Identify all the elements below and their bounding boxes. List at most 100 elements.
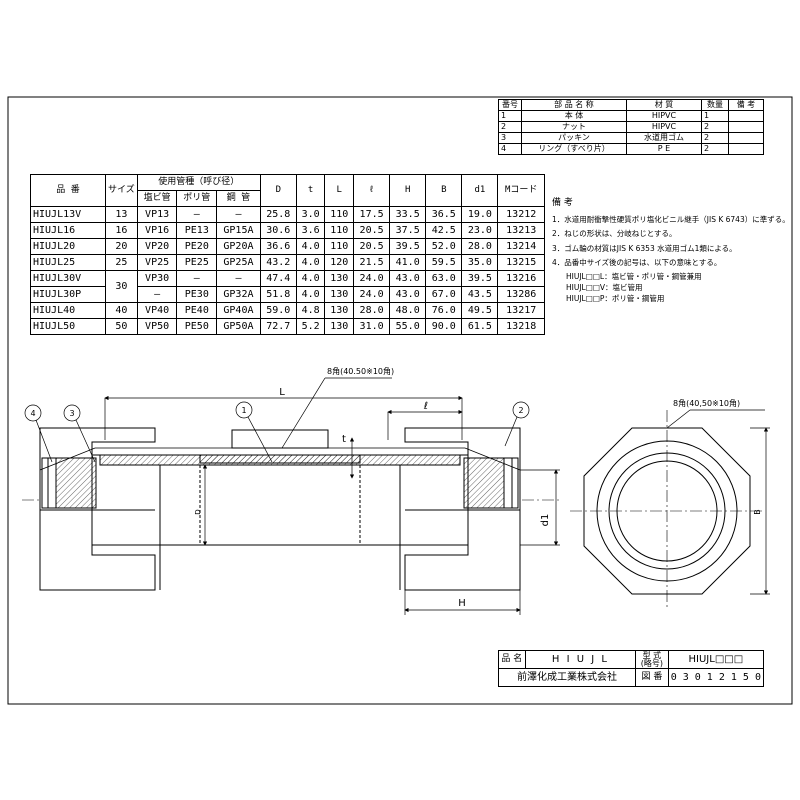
label-t: t [342,434,346,445]
cell-mcode: 13286 [497,286,545,303]
cell-mcode: 13215 [497,254,545,271]
part-material: HIPVC [626,110,702,122]
cell-pvc: ― [136,286,178,303]
cell-mcode: 13217 [497,302,545,319]
hex-note-right: 8角(40,50※10角) [673,398,740,408]
parts-table-header: 番号 部 品 名 称 材 質 数量 備 考 [498,99,764,111]
parts-table: 番号 部 品 名 称 材 質 数量 備 考 1 本 体 HIPVC 1 2 ナッ… [498,99,764,155]
cell-H: 41.0 [389,254,427,271]
model-label: 型 式 [642,650,662,660]
callout-2: 2 [518,406,523,415]
part-name: パッキン [521,132,627,144]
cell-d1: 35.0 [461,254,499,271]
parts-header-qty: 数量 [701,99,729,111]
cell-H: 43.0 [389,286,427,303]
cell-size: 16 [105,222,138,239]
cell-t: 3.0 [295,206,326,223]
callout-1: 1 [241,406,246,415]
cell-size: 50 [105,318,138,335]
cell-l: 17.5 [353,206,391,223]
drawing-number: 0 3 0 1 2 1 5 0 [667,668,765,687]
cell-L: 120 [324,254,355,271]
cell-part-no: HIUJL20 [30,238,106,255]
name-label: 品 名 [498,650,526,669]
cell-steel: ― [216,206,261,223]
table-row: HIUJL13V 13 VP13 ― ― 25.8 3.0 110 17.5 3… [30,206,545,223]
callout-circle-3 [63,404,81,422]
cell-pvc: VP13 [136,206,178,223]
cell-d1: 43.5 [461,286,499,303]
cell-H: 43.0 [389,270,427,287]
cell-pvc: VP50 [136,318,178,335]
cell-poly: PE13 [176,222,218,239]
cell-pvc: VP20 [136,238,178,255]
cell-l: 24.0 [353,286,391,303]
drawing-no-label: 図 番 [635,668,669,687]
cell-mcode: 13214 [497,238,545,255]
part-material: HIPVC [626,121,702,133]
cell-mcode: 13212 [497,206,545,223]
label-H: H [458,598,466,609]
side-view-dimensions [104,377,560,615]
cell-d1: 49.5 [461,302,499,319]
label-L: L [279,387,285,398]
cell-l: 20.5 [353,222,391,239]
note-line-6: HIUJL□□V：塩ビ管用 [566,282,643,292]
spec-header-D: D [259,174,297,207]
cell-size: 40 [105,302,138,319]
table-row: 4 リング（すべり片） P E 2 [498,143,764,155]
cell-poly: ― [176,206,218,223]
spec-header-steel: 鋼 管 [216,190,261,207]
sheet-border [7,96,793,705]
cell-D: 47.4 [259,270,297,287]
cell-part-no: HIUJL30V [30,270,106,287]
part-remarks [728,132,764,144]
cell-part-no: HIUJL16 [30,222,106,239]
cell-poly: PE20 [176,238,218,255]
cell-steel: GP40A [216,302,261,319]
cell-H: 33.5 [389,206,427,223]
part-remarks [728,121,764,133]
model-value: HIUJL□□□ [667,650,765,669]
spec-header-H: H [389,174,427,207]
cell-D: 43.2 [259,254,297,271]
cell-H: 48.0 [389,302,427,319]
cell-D: 72.7 [259,318,297,335]
cell-steel: GP25A [216,254,261,271]
product-name: H I U J L [524,650,637,669]
title-block: 品 名 H I U J L 型 式 (略号) HIUJL□□□ 前澤化成工業株式… [497,650,765,687]
callouts [24,401,530,463]
spec-header-poly: ポリ管 [176,190,218,207]
cell-poly: ― [176,270,218,287]
spec-header-mcode: Mコード [497,174,545,207]
table-row: HIUJL20 20 VP20 PE20 GP20A 36.6 4.0 110 … [30,238,545,255]
part-no: 2 [498,121,522,133]
table-row: HIUJL25 25 VP25 PE25 GP25A 43.2 4.0 120 … [30,254,545,271]
cell-d1: 39.5 [461,270,499,287]
part-remarks [728,110,764,122]
spec-header-B: B [425,174,463,207]
cell-H: 37.5 [389,222,427,239]
cell-L: 110 [324,206,355,223]
spec-table: 品 番 サイズ 使用管種（呼び径） D t L ℓ H B d1 Mコード 塩ビ… [30,174,545,335]
cell-mcode: 13216 [497,270,545,287]
table-row: HIUJL30P ― PE30 GP32A 51.8 4.0 130 24.0 … [30,286,545,303]
octagon-outline [583,427,751,595]
part-name: 本 体 [521,110,627,122]
company-name: 前澤化成工業株式会社 [497,668,637,687]
part-no: 1 [498,110,522,122]
model-sub-label: (略号) [640,658,664,668]
label-B: B [753,509,762,515]
cell-l: 20.5 [353,238,391,255]
cell-t: 3.6 [295,222,326,239]
cell-D: 59.0 [259,302,297,319]
title-row-company: 前澤化成工業株式会社 図 番 0 3 0 1 2 1 5 0 [497,668,765,687]
cell-part-no: HIUJL25 [30,254,106,271]
cell-l: 31.0 [353,318,391,335]
cell-steel: ― [216,270,261,287]
callout-4: 4 [30,409,35,418]
spec-header-l: ℓ [353,174,391,207]
part-qty: 2 [701,143,729,155]
cell-steel: GP50A [216,318,261,335]
table-row: HIUJL16 16 VP16 PE13 GP15A 30.6 3.6 110 … [30,222,545,239]
